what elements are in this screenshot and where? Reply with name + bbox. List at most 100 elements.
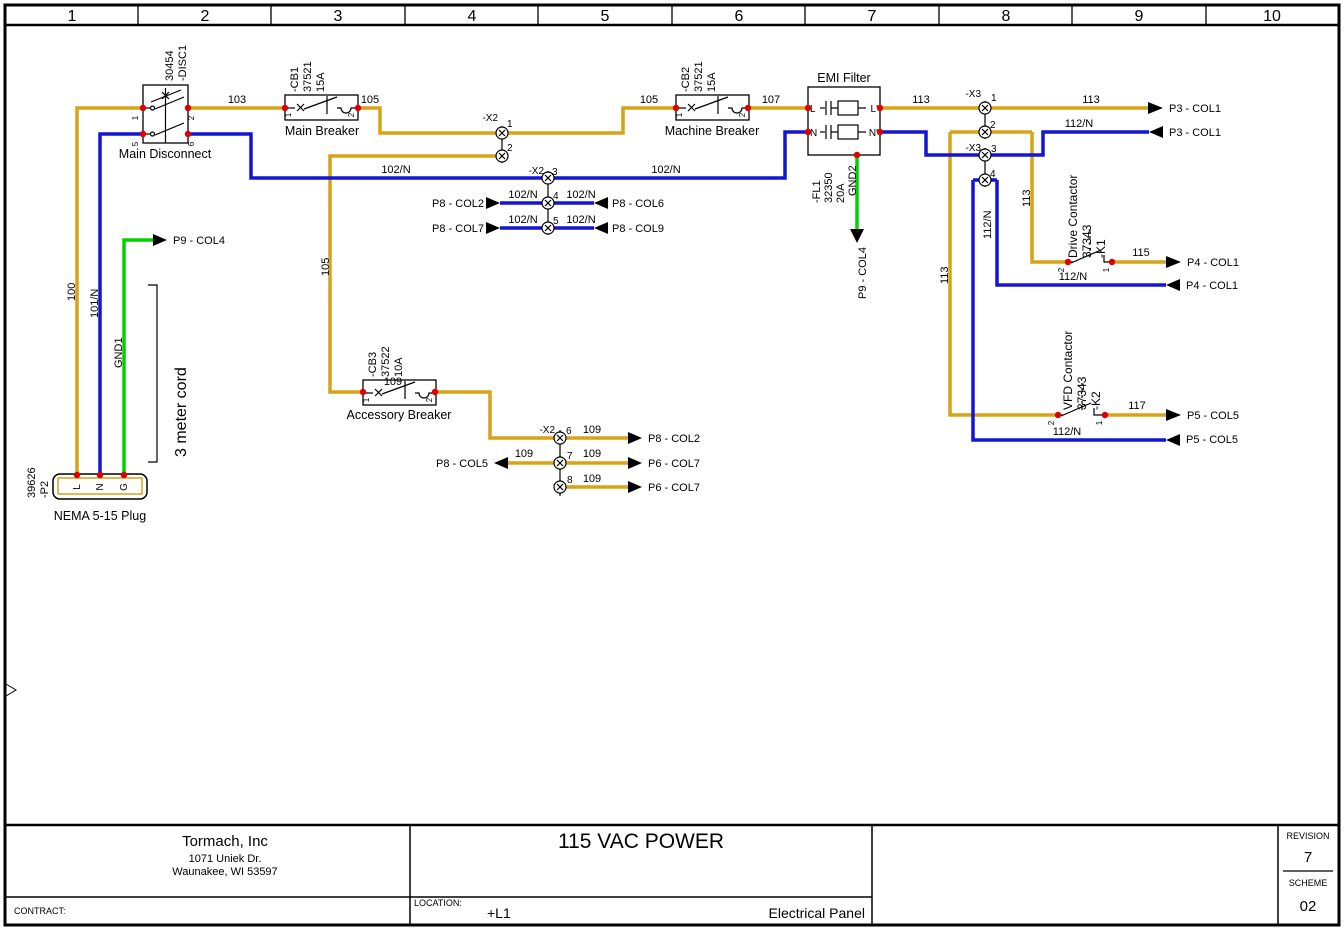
wire-112n-p5 bbox=[971, 180, 1166, 442]
link-p9-col4: P9 - COL4 bbox=[173, 235, 225, 247]
machine-breaker: -CB2 37521 15A 1 2 Machine Breaker bbox=[665, 61, 760, 138]
main-breaker: -CB1 37521 15A 1 2 Main Breaker bbox=[284, 61, 359, 138]
x2-pin2: 2 bbox=[507, 143, 513, 154]
accessory-breaker: -CB3 37522 10A 1 2 Accessory Breaker bbox=[347, 346, 452, 422]
accessory-breaker-pin1: 1 bbox=[362, 397, 371, 402]
ruler-col-3: 3 bbox=[334, 8, 343, 25]
arrow-p6-col7-out2 bbox=[628, 481, 642, 493]
net-102n-b: 102/N bbox=[651, 164, 680, 176]
drive-contactor-name: Drive Contactor bbox=[1066, 175, 1080, 258]
net-109-p7l: 109 bbox=[515, 448, 533, 460]
ruler-col-8: 8 bbox=[1002, 8, 1011, 25]
net-113-v1: 113 bbox=[1021, 189, 1033, 207]
wire-109 bbox=[435, 390, 560, 440]
revision-value: 7 bbox=[1304, 849, 1312, 866]
net-112n-p5: 112/N bbox=[1053, 426, 1082, 438]
disconnect-pin2: 2 bbox=[187, 115, 196, 120]
disconnect-pin5: 5 bbox=[131, 141, 140, 146]
link-p4-col1-neutral: P4 - COL1 bbox=[1186, 280, 1238, 292]
emi-filter-rating: 20A bbox=[835, 183, 847, 203]
x3-label-top: -X3 bbox=[965, 89, 981, 100]
net-112n-v: 112/N bbox=[982, 210, 994, 239]
net-113-v2: 113 bbox=[939, 266, 951, 284]
emi-filter-tag: -FL1 bbox=[811, 180, 823, 203]
wire-112n-p4 bbox=[995, 180, 1166, 287]
arrow-p6-col7-out1 bbox=[628, 457, 642, 469]
drawing-frame: 1 2 3 4 5 6 7 8 9 10 bbox=[3, 3, 1341, 927]
disconnect-part: 30454 bbox=[164, 50, 176, 81]
link-p6-col7-b: P6 - COL7 bbox=[648, 482, 700, 494]
net-109-p7r: 109 bbox=[583, 448, 601, 460]
link-p5-col5-line: P5 - COL5 bbox=[1187, 410, 1239, 422]
net-113-b: 113 bbox=[1082, 94, 1100, 106]
link-p3-col1-line: P3 - COL1 bbox=[1169, 103, 1221, 115]
scheme-label: SCHEME bbox=[1289, 878, 1328, 888]
nema-plug: L N G 39626 -P2 NEMA 5-15 Plug 3 meter c… bbox=[26, 284, 190, 523]
ruler-col-2: 2 bbox=[201, 8, 210, 25]
plug-pin-l: L bbox=[72, 484, 83, 490]
net-102n-r5l: 102/N bbox=[508, 214, 537, 226]
arrow-p8-col5-out bbox=[494, 457, 508, 469]
wire-113-k1 bbox=[1030, 132, 1068, 264]
vfd-contactor: VFD Contactor 37343 -K2 2 1 bbox=[1047, 331, 1105, 425]
disconnect-name: Main Disconnect bbox=[119, 147, 212, 161]
accessory-breaker-tag: -CB3 bbox=[367, 352, 379, 377]
cord-bracket bbox=[148, 284, 158, 463]
x3-pin4: 4 bbox=[990, 169, 996, 180]
x3-pin3: 3 bbox=[991, 144, 997, 155]
wire-112n-top bbox=[880, 130, 1149, 157]
emi-terminal-np: N' bbox=[869, 128, 878, 139]
drive-contactor: Drive Contactor 37343 -K1 2 1 bbox=[1057, 175, 1112, 272]
machine-breaker-name: Machine Breaker bbox=[665, 124, 760, 138]
net-115: 115 bbox=[1132, 247, 1150, 259]
cord-label: 3 meter cord bbox=[173, 367, 190, 457]
arrow-p8-col2-out bbox=[628, 432, 642, 444]
link-p6-col7-a: P6 - COL7 bbox=[648, 458, 700, 470]
link-p8-col2-bot: P8 - COL2 bbox=[648, 433, 700, 445]
drawing-title: 115 VAC POWER bbox=[558, 830, 724, 853]
terminal-blocks bbox=[495, 101, 992, 496]
title-block: Tormach, Inc 1071 Uniek Dr. Waunakee, WI… bbox=[5, 823, 1339, 925]
wire-102n bbox=[188, 130, 808, 180]
location-value: +L1 bbox=[487, 905, 511, 921]
plug-part: 39626 bbox=[26, 467, 38, 498]
line-wires bbox=[75, 106, 1166, 489]
link-p5-col5-neutral: P5 - COL5 bbox=[1186, 434, 1238, 446]
contract-label: CONTRACT: bbox=[14, 906, 66, 916]
arrow-p8-col6-in bbox=[594, 197, 608, 209]
machine-breaker-pin1: 1 bbox=[675, 112, 684, 117]
link-p9-col4-down: P9 - COL4 bbox=[857, 247, 869, 299]
machine-breaker-tag: -CB2 bbox=[680, 67, 692, 92]
accessory-breaker-pin2: 2 bbox=[425, 397, 434, 402]
x2-label-top: -X2 bbox=[482, 113, 498, 124]
wire-113-k2 bbox=[948, 132, 1058, 417]
x2-pin8: 8 bbox=[567, 475, 573, 486]
wire-105 bbox=[358, 106, 676, 135]
revision-label: REVISION bbox=[1286, 831, 1329, 841]
link-p8-col7: P8 - COL7 bbox=[432, 223, 484, 235]
ruler-col-9: 9 bbox=[1135, 8, 1144, 25]
x2-pin5: 5 bbox=[553, 216, 559, 227]
vfd-contactor-name: VFD Contactor bbox=[1061, 331, 1075, 410]
main-breaker-pin1: 1 bbox=[284, 112, 293, 117]
arrow-p8-col2-in bbox=[486, 197, 500, 209]
terminal-labels: -X2 1 2 -X2 3 4 5 -X2 6 7 8 -X3 1 2 -X3 … bbox=[482, 89, 997, 486]
machine-breaker-rating: 15A bbox=[706, 72, 718, 92]
junction-dots bbox=[73, 104, 1116, 479]
vfd-contactor-pin2: 2 bbox=[1047, 420, 1056, 425]
company-address1: 1071 Uniek Dr. bbox=[189, 853, 262, 865]
net-113-a: 113 bbox=[912, 94, 930, 106]
x2-label-mid: -X2 bbox=[528, 166, 544, 177]
arrow-p3-col1-neutral bbox=[1149, 126, 1163, 138]
accessory-breaker-name: Accessory Breaker bbox=[347, 408, 452, 422]
x3-label-bottom: -X3 bbox=[965, 143, 981, 154]
x2-pin6: 6 bbox=[566, 426, 572, 437]
neutral-wires bbox=[98, 130, 1166, 475]
net-105-b: 105 bbox=[640, 94, 658, 106]
plug-tag: -P2 bbox=[39, 481, 51, 498]
link-arrows bbox=[153, 102, 1181, 493]
net-105-v: 105 bbox=[320, 258, 332, 276]
x2-pin3: 3 bbox=[552, 167, 558, 178]
main-breaker-rating: 15A bbox=[315, 72, 327, 92]
